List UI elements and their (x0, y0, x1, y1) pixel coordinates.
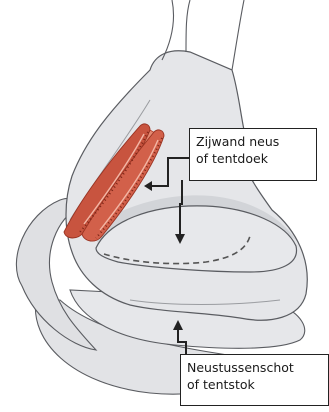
side-wall-label-line2: of tentdoek (196, 150, 311, 167)
septum-label-line1: Neustussenschot (187, 359, 323, 376)
bridge-line-far-right (232, 0, 244, 70)
septum-label: Neustussenschot of tentstok (180, 354, 329, 406)
side-wall-label-line1: Zijwand neus (196, 133, 311, 150)
septum-label-line2: of tentstok (187, 376, 323, 393)
bridge-line-right (186, 0, 190, 52)
side-wall-label: Zijwand neus of tentdoek (189, 128, 317, 181)
